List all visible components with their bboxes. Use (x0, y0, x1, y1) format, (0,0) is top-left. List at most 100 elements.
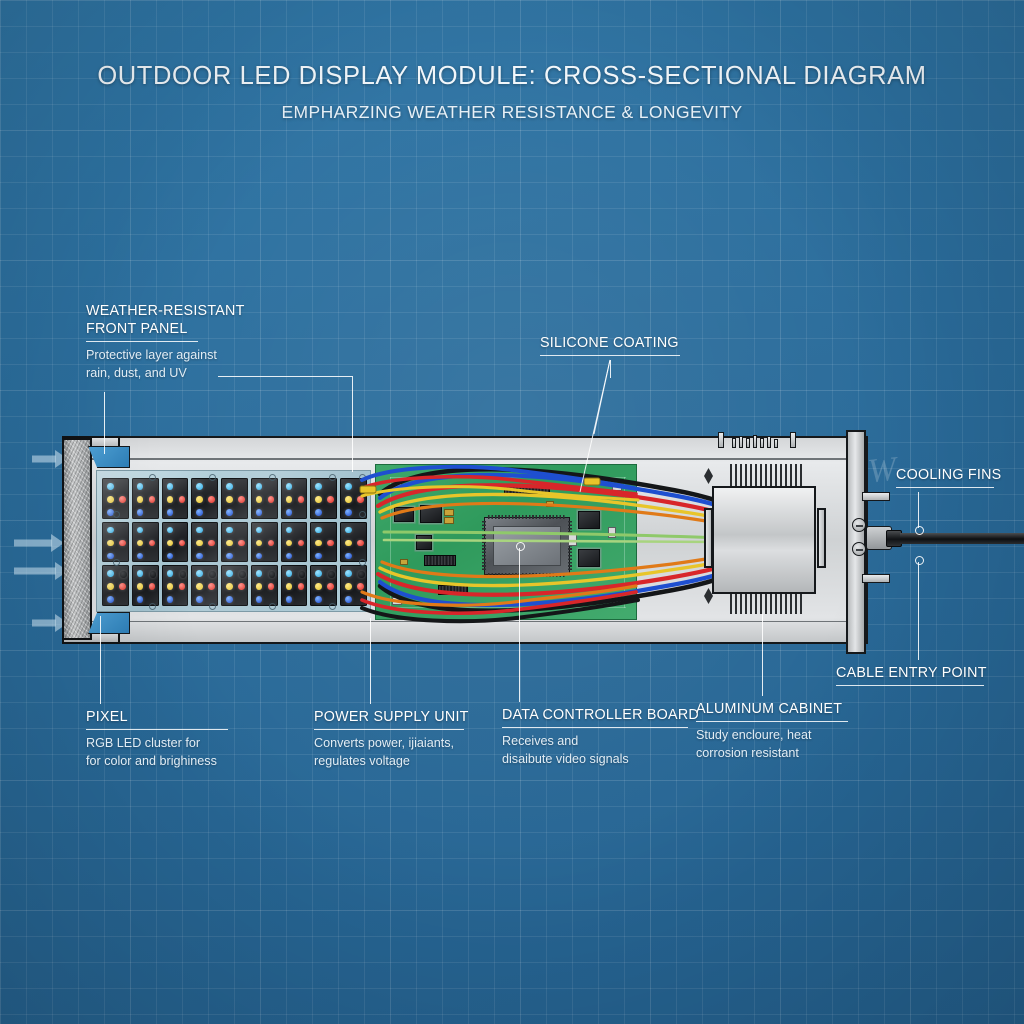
led-dot (345, 483, 352, 490)
led-dot (107, 526, 114, 534)
led-dot (255, 483, 263, 490)
led-dot (285, 526, 293, 534)
led-dot (255, 583, 263, 590)
led-dot (166, 552, 174, 560)
callout-desc-line2: regulates voltage (314, 754, 410, 768)
led-dot (285, 583, 293, 590)
pixel (102, 521, 129, 563)
led-dot (226, 509, 233, 516)
led-dot (255, 526, 263, 534)
panel-screw (359, 474, 366, 481)
pixel (161, 565, 189, 606)
led-dot (166, 583, 174, 590)
led-dot (226, 496, 233, 503)
led-dot (119, 539, 126, 547)
callout-desc-line2: for color and brighiness (86, 754, 217, 768)
led-dot (166, 570, 174, 577)
led-dot (196, 509, 203, 516)
callout-pixel: PIXEL RGB LED cluster for for color and … (86, 708, 228, 770)
callout-aluminum-cabinet: ALUMINUM CABINET Study encloure, heat co… (696, 700, 848, 762)
callout-desc-line1: Converts power, ijiaiants, (314, 736, 454, 750)
leader-dot-cable-entry (915, 556, 924, 565)
panel-screw (269, 603, 276, 610)
led-dot (345, 596, 352, 603)
callout-desc-line1: Protective layer against (86, 348, 217, 362)
callout-title-line2: FRONT PANEL (86, 321, 188, 337)
led-dot (297, 539, 305, 547)
led-dot (166, 596, 174, 603)
ic-small-1 (394, 507, 414, 522)
pixel (131, 565, 159, 606)
led-dot (327, 496, 334, 503)
callout-weather-resistant-front-panel: WEATHER-RESISTANT FRONT PANEL Protective… (86, 302, 245, 382)
led-dot (119, 583, 126, 590)
leader-controller (519, 548, 520, 702)
led-dot (136, 570, 144, 577)
callout-power-supply-unit: POWER SUPPLY UNIT Converts power, ijiaia… (314, 708, 469, 770)
led-dot (267, 539, 275, 547)
panel-screw (209, 603, 216, 610)
led-dot (315, 596, 322, 603)
callout-cable-entry-point: CABLE ENTRY POINT (836, 664, 987, 686)
led-dot (285, 496, 293, 503)
led-dot (148, 583, 156, 590)
pixel (131, 478, 159, 519)
callout-rule (86, 341, 198, 342)
led-dot (285, 552, 293, 560)
callout-desc-line1: Receives and (502, 734, 579, 748)
callout-desc-line2: rain, dust, and UV (86, 366, 187, 380)
led-dot (136, 596, 144, 603)
pixel (340, 521, 367, 563)
led-dot (178, 539, 186, 547)
led-dot (255, 570, 263, 577)
panel-screw (209, 474, 216, 481)
led-dot (136, 552, 144, 560)
led-dot (136, 526, 144, 534)
leader-psu (370, 618, 371, 704)
power-supply-unit (690, 456, 838, 624)
led-dot (298, 571, 306, 578)
page-subtitle: EMPHARZING WEATHER RESISTANCE & LONGEVIT… (281, 102, 743, 122)
led-dot (357, 496, 364, 503)
led-dot (285, 509, 293, 516)
callout-title-line1: DATA CONTROLLER BOARD (502, 707, 699, 723)
led-dot (208, 539, 215, 547)
led-dot (148, 539, 156, 547)
led-dot (107, 583, 114, 590)
page-title: OUTDOOR LED DISPLAY MODULE: CROSS-SECTIO… (97, 62, 927, 90)
callout-desc-line1: RGB LED cluster for (86, 736, 201, 750)
pixel (221, 521, 248, 563)
led-dot (226, 526, 233, 534)
led-dot (297, 583, 305, 590)
panel-screw (149, 474, 156, 481)
leader-front-panel-v (352, 376, 353, 472)
callout-rule (86, 729, 228, 730)
pixel-grid (102, 478, 367, 606)
led-dot (148, 496, 156, 503)
led-dot (285, 596, 293, 603)
external-cooling-fin-bottom (862, 574, 890, 583)
callout-title-line1: ALUMINUM CABINET (696, 701, 843, 717)
led-dot (107, 596, 114, 603)
pin-header-1 (424, 555, 456, 566)
led-dot (255, 496, 263, 503)
led-dot (178, 583, 186, 590)
led-dot (285, 483, 293, 490)
pixel (250, 565, 278, 606)
watermark: W (866, 450, 899, 491)
airflow-marker-bottom (704, 588, 713, 604)
led-dot (315, 539, 322, 547)
led-dot (238, 583, 245, 590)
callout-rule (314, 729, 464, 730)
leader-silicone-lines (579, 359, 611, 493)
led-dot (297, 496, 305, 503)
led-dot (196, 596, 203, 603)
leader-front-panel-down (104, 392, 105, 454)
callout-rule (540, 355, 680, 356)
led-dot (345, 526, 352, 534)
pixel (280, 521, 308, 563)
led-dot (315, 483, 322, 490)
ic-small-4 (578, 511, 600, 529)
callout-title-line1: POWER SUPPLY UNIT (314, 709, 469, 725)
pixel (250, 521, 278, 563)
